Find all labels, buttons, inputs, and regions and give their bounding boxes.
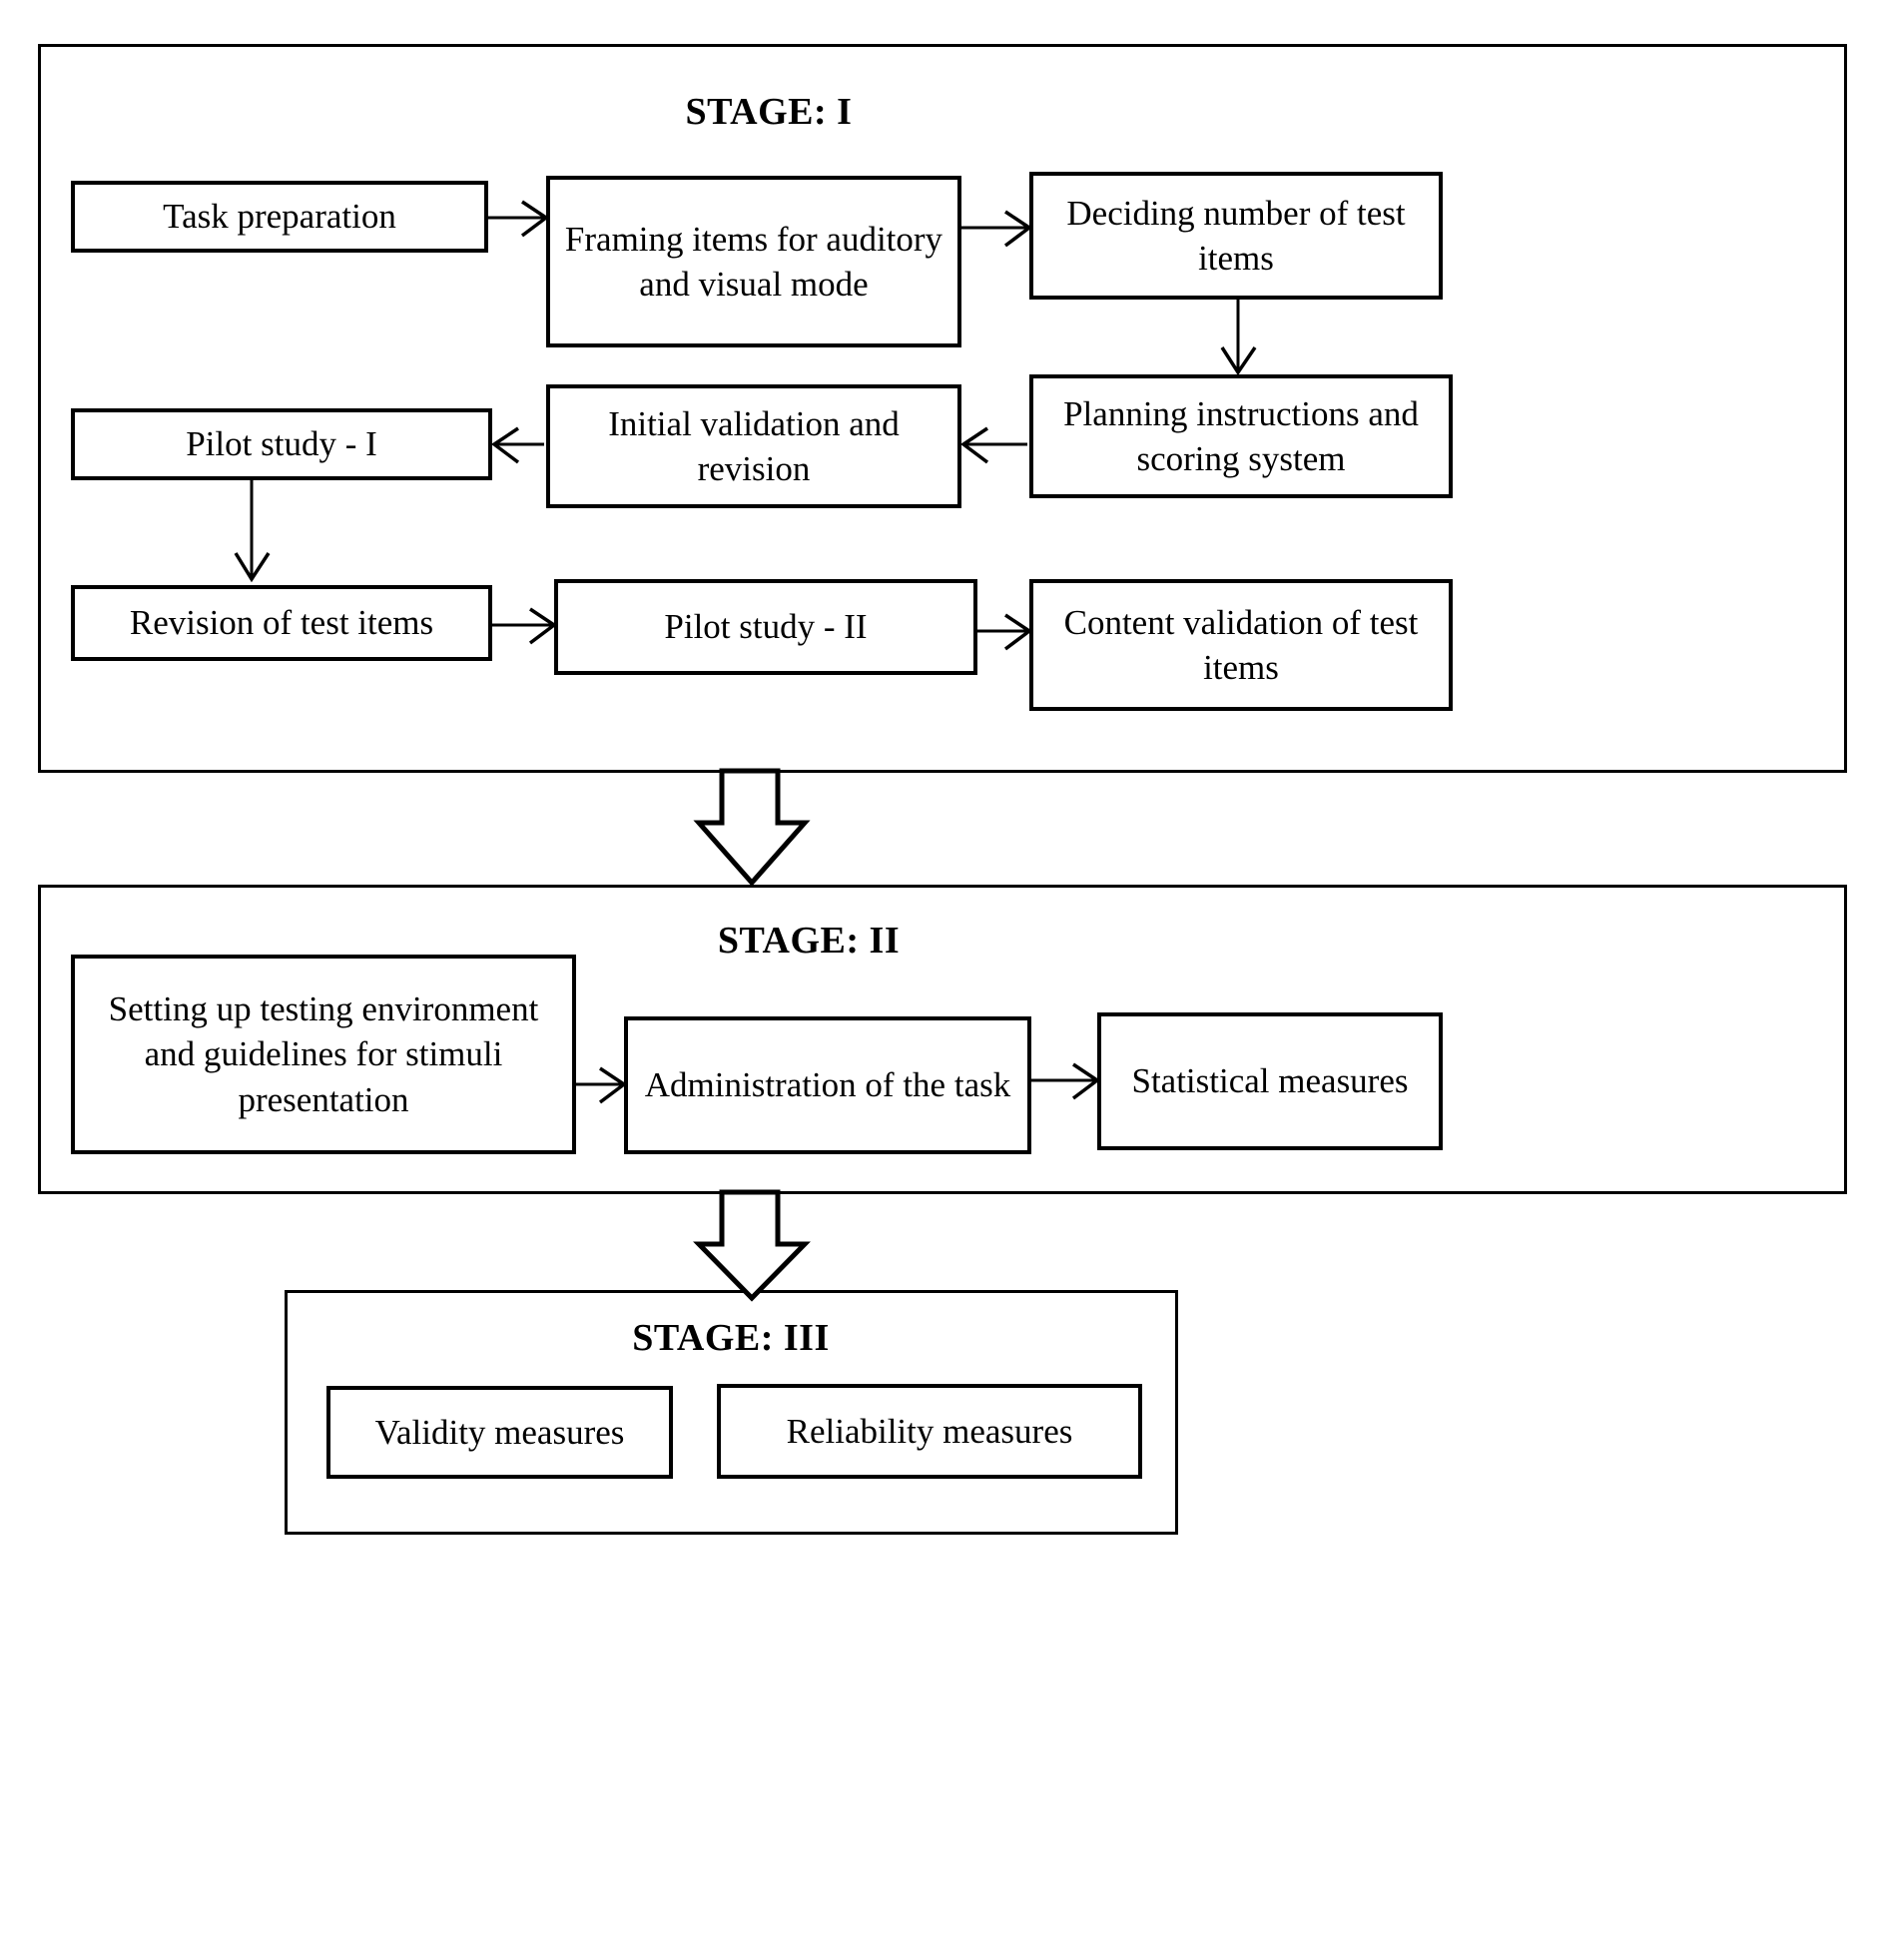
node-task-preparation[interactable]: Task preparation — [71, 181, 488, 253]
node-revision-test-items-label: Revision of test items — [129, 603, 434, 643]
node-reliability-measures[interactable]: Reliability measures — [717, 1384, 1142, 1479]
node-pilot-study-1[interactable]: Pilot study - I — [71, 408, 492, 480]
node-framing-items[interactable]: Framing items for auditory and visual mo… — [546, 176, 961, 347]
node-content-validation[interactable]: Content validation of test items — [1029, 579, 1453, 711]
stage-2-title: STAGE: II — [717, 920, 901, 962]
node-deciding-number[interactable]: Deciding number of test items — [1029, 172, 1443, 300]
stage-3-title: STAGE: III — [632, 1317, 830, 1359]
node-pilot-study-1-label: Pilot study - I — [186, 424, 377, 464]
node-pilot-study-2-label: Pilot study - II — [664, 607, 868, 647]
node-setting-up-environment-label: Setting up testing environment and guide… — [108, 988, 539, 1119]
node-validity-measures[interactable]: Validity measures — [326, 1386, 673, 1479]
node-initial-validation[interactable]: Initial validation and revision — [546, 384, 961, 508]
node-framing-items-label: Framing items for auditory and visual mo… — [564, 219, 943, 305]
block-arrow-stage1-to-stage2 — [693, 768, 811, 887]
node-administration-task-label: Administration of the task — [644, 1065, 1011, 1105]
node-statistical-measures[interactable]: Statistical measures — [1097, 1012, 1443, 1150]
node-deciding-number-label: Deciding number of test items — [1066, 193, 1406, 279]
node-task-preparation-label: Task preparation — [163, 197, 396, 237]
node-statistical-measures-label: Statistical measures — [1131, 1061, 1409, 1101]
stage-1-title: STAGE: I — [685, 91, 853, 133]
node-initial-validation-label: Initial validation and revision — [608, 403, 900, 489]
block-arrow-stage2-to-stage3 — [693, 1189, 811, 1302]
node-planning-instructions-label: Planning instructions and scoring system — [1063, 393, 1419, 479]
node-revision-test-items[interactable]: Revision of test items — [71, 585, 492, 661]
node-setting-up-environment[interactable]: Setting up testing environment and guide… — [71, 955, 576, 1154]
node-planning-instructions[interactable]: Planning instructions and scoring system — [1029, 374, 1453, 498]
node-administration-task[interactable]: Administration of the task — [624, 1016, 1031, 1154]
node-pilot-study-2[interactable]: Pilot study - II — [554, 579, 977, 675]
node-validity-measures-label: Validity measures — [374, 1412, 625, 1452]
node-reliability-measures-label: Reliability measures — [786, 1411, 1073, 1451]
node-content-validation-label: Content validation of test items — [1063, 602, 1419, 688]
